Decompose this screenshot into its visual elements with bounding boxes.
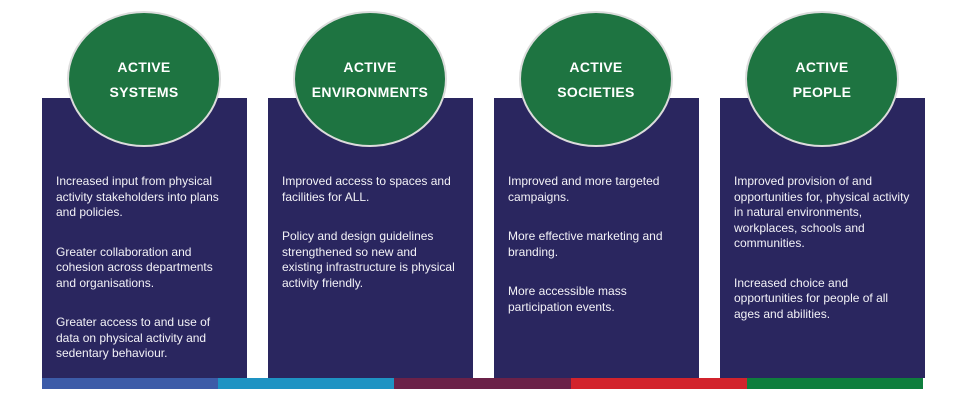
outcome-paragraph: Policy and design guidelines strengthene… (282, 229, 455, 290)
outcome-paragraph: Increased input from physical activity s… (56, 174, 219, 219)
outcome-paragraph: Greater access to and use of data on phy… (56, 315, 211, 360)
column-outcomes: Improved and more targeted campaigns. Mo… (494, 98, 699, 315)
circle-title-line: ACTIVE (569, 58, 623, 75)
column-outcomes: Increased input from physical activity s… (42, 98, 247, 362)
circle-title-line: PEOPLE (792, 83, 852, 100)
column-active-environments: Improved access to spaces and facilities… (268, 0, 473, 400)
outcome-paragraph: Improved provision of and opportunities … (734, 174, 910, 250)
column-active-systems: Increased input from physical activity s… (42, 0, 247, 400)
circle-title-line: ENVIRONMENTS (311, 83, 429, 100)
circle-title-line: ACTIVE (795, 58, 849, 75)
column-header-circle: ACTIVE ENVIRONMENTS (293, 11, 447, 147)
circle-title-line: SYSTEMS (109, 83, 179, 100)
outcome-paragraph: More accessible mass participation event… (508, 284, 627, 314)
column-active-societies: Improved and more targeted campaigns. Mo… (494, 0, 699, 400)
circle-title-line: ACTIVE (117, 58, 171, 75)
column-outcomes: Improved access to spaces and facilities… (268, 98, 473, 291)
bar-segment-red (570, 378, 747, 389)
outcome-paragraph: Improved access to spaces and facilities… (282, 174, 451, 204)
outcome-paragraph: Improved and more targeted campaigns. (508, 174, 660, 204)
outcome-paragraph: Greater collaboration and cohesion acros… (56, 244, 213, 290)
column-active-people: Improved provision of and opportunities … (720, 0, 925, 400)
outcome-paragraph: Increased choice and opportunities for p… (734, 275, 889, 321)
column-header-circle: ACTIVE SYSTEMS (67, 11, 221, 147)
column-outcomes: Improved provision of and opportunities … (720, 98, 925, 322)
circle-title-line: SOCIETIES (557, 83, 635, 100)
bar-segment-green (746, 378, 924, 389)
column-header-circle: ACTIVE SOCIETIES (519, 11, 673, 147)
column-panel: Improved access to spaces and facilities… (268, 98, 473, 378)
bar-segment-maroon (394, 378, 571, 389)
footer-color-bar (42, 378, 924, 389)
bar-segment-royal-blue (42, 378, 219, 389)
circle-title-line: ACTIVE (343, 58, 397, 75)
outcome-paragraph: More effective marketing and branding. (508, 229, 663, 259)
bar-segment-cyan-blue (218, 378, 395, 389)
column-header-circle: ACTIVE PEOPLE (745, 11, 899, 147)
